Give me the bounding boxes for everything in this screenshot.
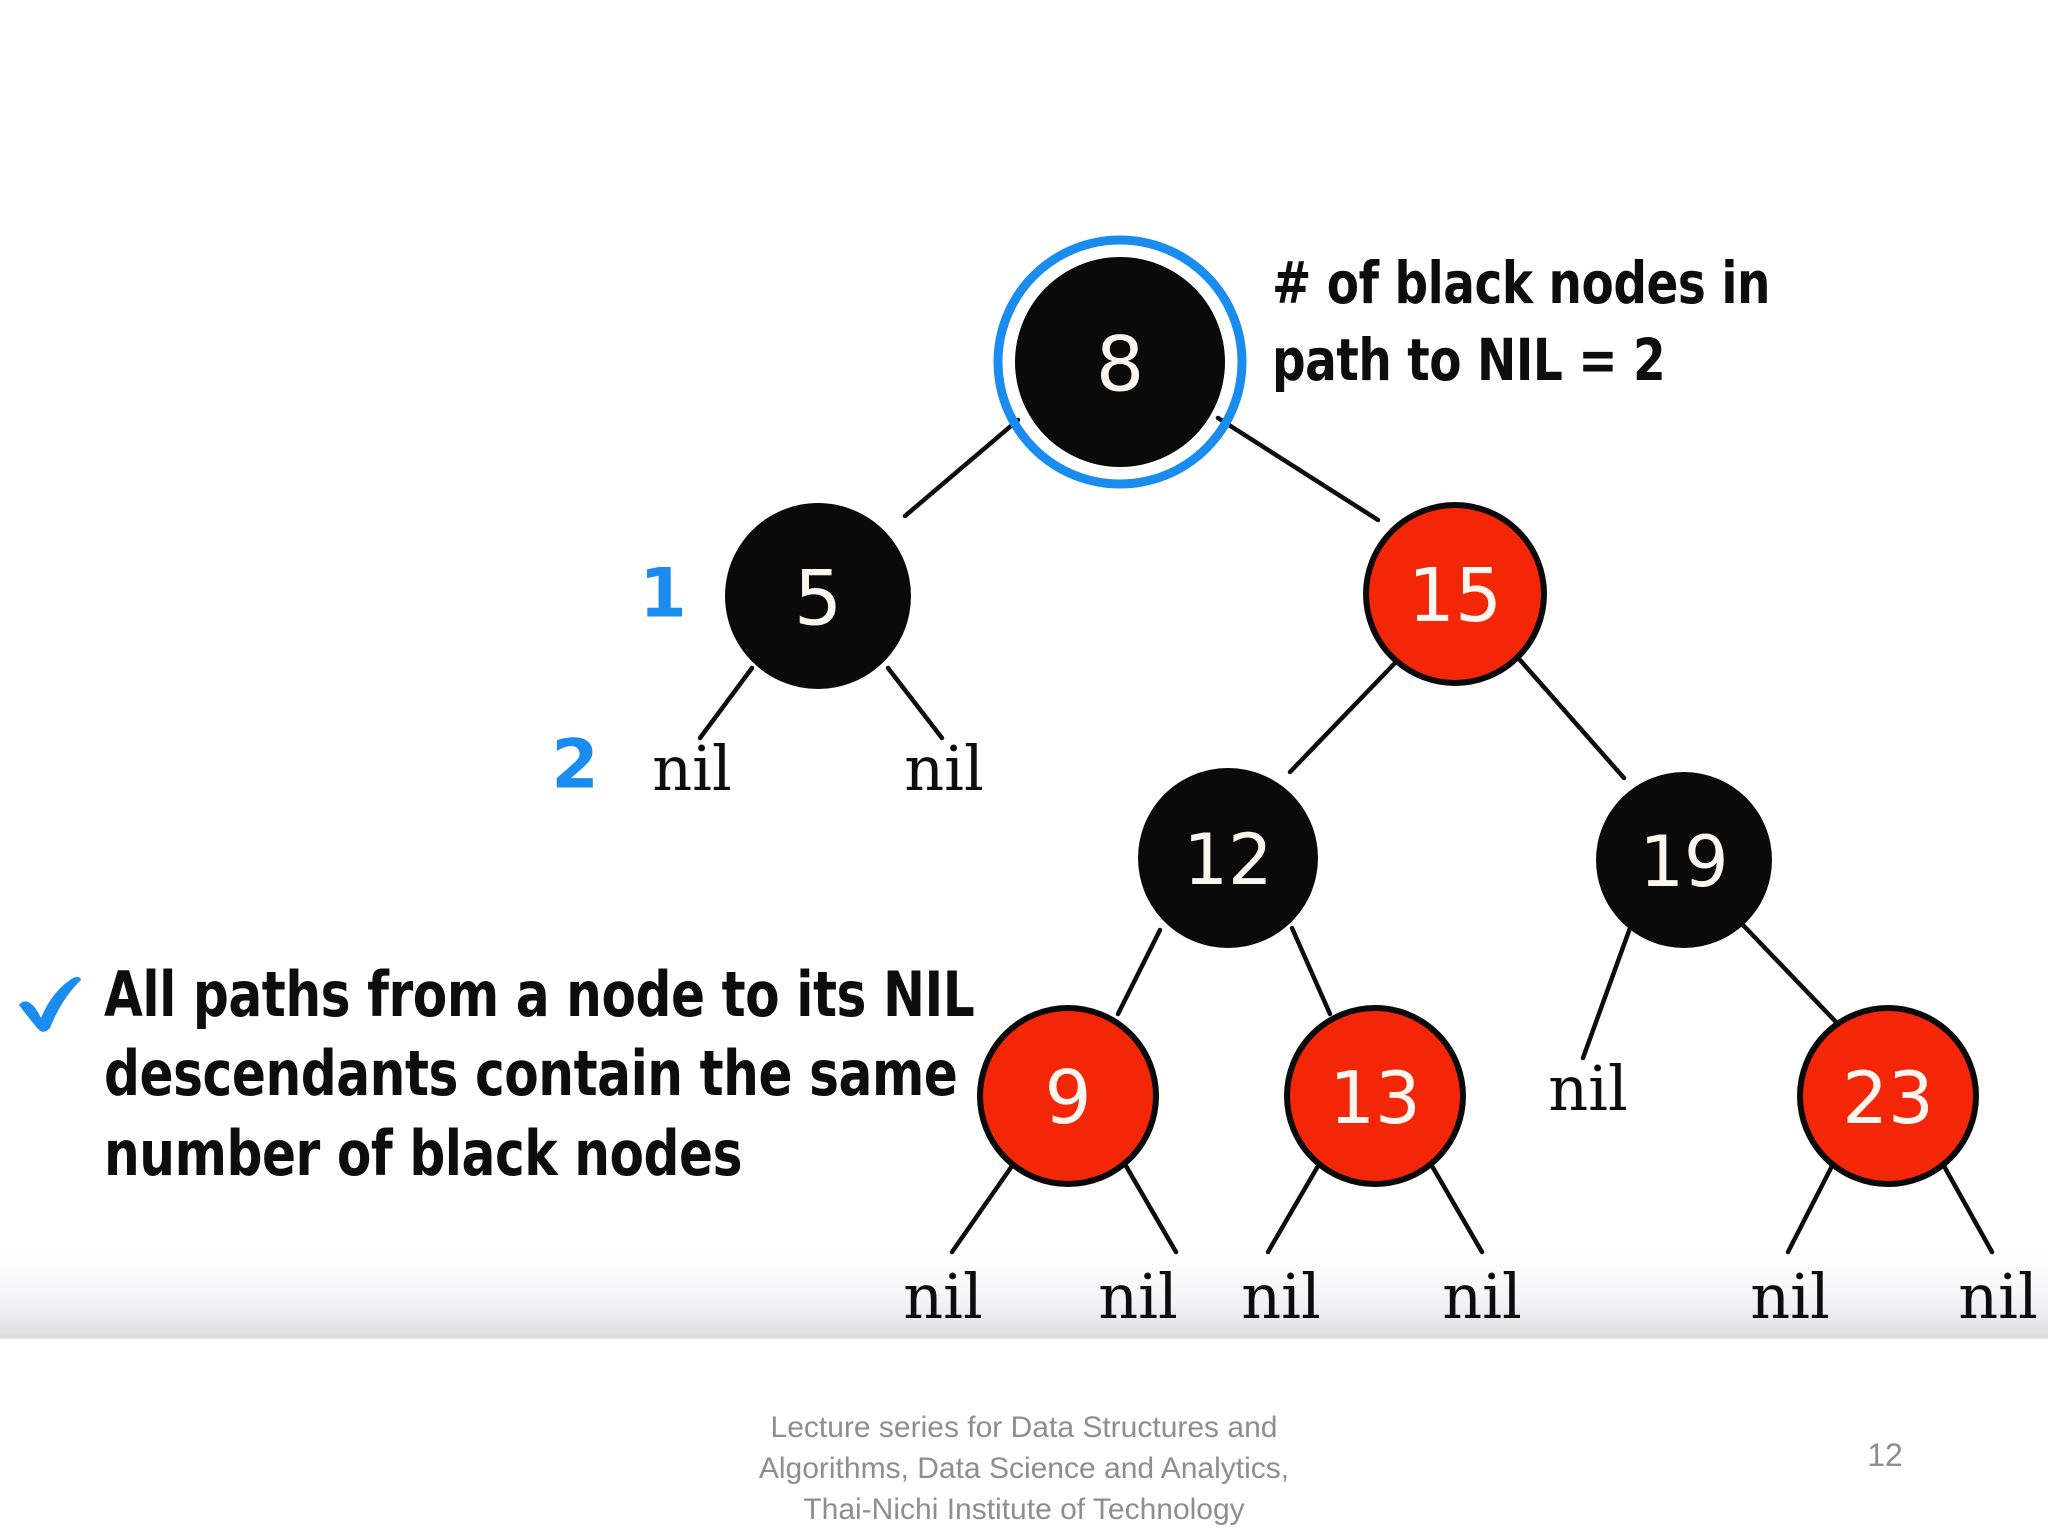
root-highlight-ring xyxy=(993,235,1247,489)
page-number: 12 xyxy=(1867,1437,1903,1473)
edge-23-nilR xyxy=(1941,1163,1995,1255)
footer-line-3: Thai-Nichi Institute of Technology xyxy=(803,1492,1245,1526)
edge-19-23 xyxy=(1739,921,1839,1025)
depth-markers: 1 2 xyxy=(551,555,686,805)
edge-23-nilL xyxy=(1785,1163,1835,1255)
nil-leaf-5-right: nil xyxy=(904,732,984,805)
nil-leaf-9-left: nil xyxy=(903,1260,983,1333)
tree-node-23[interactable]: 23 xyxy=(1797,1005,1979,1187)
depth-marker-2: 2 xyxy=(551,726,598,805)
node-13-label: 13 xyxy=(1329,1056,1421,1140)
node-12-circle xyxy=(1138,768,1318,948)
nil-leaf-13-left: nil xyxy=(1241,1260,1321,1333)
footer-line-2: Algorithms, Data Science and Analytics, xyxy=(758,1451,1290,1485)
edge-15-12 xyxy=(1287,661,1397,775)
annotation-line-2: path to NIL = 2 xyxy=(1272,325,1666,394)
edge-13-nilR xyxy=(1429,1163,1485,1255)
edge-13-nilL xyxy=(1265,1163,1321,1255)
depth-marker-1: 1 xyxy=(639,555,686,634)
footer-line-1: Lecture series for Data Structures and xyxy=(770,1411,1278,1444)
statement-line-3: number of black nodes xyxy=(104,1116,743,1190)
tree-edges xyxy=(697,415,1995,1255)
edge-15-19 xyxy=(1517,657,1627,781)
statement-text-block: All paths from a node to its NIL descend… xyxy=(104,955,975,1193)
tree-node-5[interactable]: 5 xyxy=(725,503,911,689)
node-15-circle xyxy=(1363,502,1547,686)
annotation-line-1: # of black nodes in xyxy=(1272,249,1770,317)
tree-node-12[interactable]: 12 xyxy=(1138,768,1318,948)
nil-leaf-9-right: nil xyxy=(1098,1260,1178,1333)
nil-leaf-13-right: nil xyxy=(1442,1260,1522,1333)
edge-5-nilR xyxy=(885,665,945,741)
nil-leaf-23-right: nil xyxy=(1958,1260,2038,1333)
footer-credit: Lecture series for Data Structures and A… xyxy=(0,1408,2048,1530)
edge-9-nilR xyxy=(1123,1163,1179,1255)
tree-node-13[interactable]: 13 xyxy=(1284,1005,1466,1187)
property-statement: All paths from a node to its NIL descend… xyxy=(14,955,975,1193)
edge-12-13 xyxy=(1289,925,1333,1017)
edge-19-nilL xyxy=(1580,925,1633,1061)
edge-8-15 xyxy=(1215,415,1381,523)
node-5-label: 5 xyxy=(794,554,842,643)
node-23-circle xyxy=(1797,1005,1979,1187)
statement-line-2: descendants contain the same xyxy=(104,1037,958,1111)
node-8-circle xyxy=(1015,257,1225,467)
edge-5-nilL xyxy=(697,665,755,741)
tree-node-15[interactable]: 15 xyxy=(1363,502,1547,686)
node-5-circle xyxy=(725,503,911,689)
node-9-circle xyxy=(977,1005,1159,1187)
node-13-circle xyxy=(1284,1005,1466,1187)
edge-8-5 xyxy=(902,417,1021,519)
nil-leaf-labels: nil nil nil nil nil nil nil nil nil xyxy=(652,732,2038,1333)
node-23-label: 23 xyxy=(1842,1056,1934,1140)
nil-leaf-23-left: nil xyxy=(1750,1260,1830,1333)
node-19-circle xyxy=(1596,772,1772,948)
black-height-annotation: # of black nodes in path to NIL = 2 xyxy=(1272,245,1776,398)
statement-line-1: All paths from a node to its NIL xyxy=(104,958,975,1031)
edge-9-nilL xyxy=(949,1163,1015,1255)
node-8-label: 8 xyxy=(1096,320,1144,409)
edge-12-9 xyxy=(1115,927,1163,1017)
tree-node-9[interactable]: 9 xyxy=(977,1005,1159,1187)
node-9-label: 9 xyxy=(1044,1055,1091,1141)
node-12-label: 12 xyxy=(1183,819,1272,901)
node-15-label: 15 xyxy=(1408,553,1502,639)
nil-leaf-19-left: nil xyxy=(1548,1052,1628,1125)
nil-leaf-5-left: nil xyxy=(652,732,732,805)
node-19-label: 19 xyxy=(1639,821,1728,903)
checkmark-icon xyxy=(19,976,81,1032)
tree-node-8[interactable]: 8 xyxy=(1015,257,1225,467)
tree-node-19[interactable]: 19 xyxy=(1596,772,1772,948)
